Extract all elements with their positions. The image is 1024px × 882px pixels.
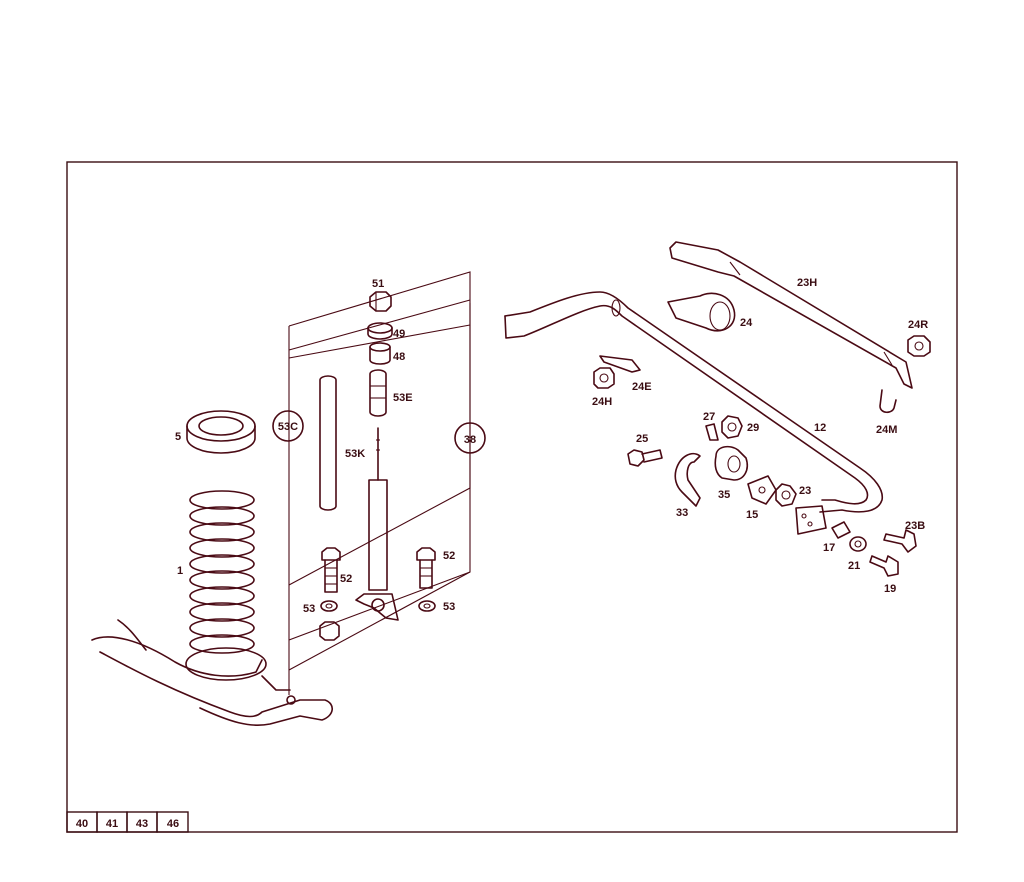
callout-29: 29 — [747, 422, 759, 434]
spring-pad[interactable] — [186, 410, 256, 454]
callout-48: 48 — [393, 351, 405, 363]
ref-circle-38[interactable]: 38 — [454, 422, 486, 454]
tab-label-40: 40 — [76, 818, 88, 830]
callout-53k: 53K — [345, 448, 365, 460]
clip-27[interactable] — [705, 423, 719, 441]
kit-bracket — [288, 271, 471, 695]
washer-53-left[interactable] — [320, 600, 338, 612]
nut-24r[interactable] — [907, 335, 931, 357]
callout-24r: 24R — [908, 319, 928, 331]
callout-53-right: 53 — [443, 601, 455, 613]
bolt-23b[interactable] — [883, 529, 917, 553]
callout-23: 23 — [799, 485, 811, 497]
tab-label-43: 43 — [136, 818, 148, 830]
nut-51[interactable] — [369, 291, 392, 312]
washer-21[interactable] — [849, 536, 867, 552]
nut-29[interactable] — [721, 415, 743, 439]
bolt-52-left[interactable] — [321, 547, 341, 593]
washer-53-right[interactable] — [418, 600, 436, 612]
callout-33: 33 — [676, 507, 688, 519]
bolt-52-right[interactable] — [416, 547, 436, 589]
stop-buffer-53e[interactable] — [369, 369, 387, 417]
bushing-24[interactable] — [667, 292, 736, 332]
u-clip-24m[interactable] — [879, 389, 897, 414]
bracket-24e[interactable] — [599, 355, 641, 373]
lower-control-arm[interactable] — [91, 619, 333, 727]
callout-53-left: 53 — [303, 603, 315, 615]
callout-labels: 1 5 51 49 48 53E 53K 52 52 53 53 12 15 1… — [175, 277, 928, 615]
group-tabs: 40 41 43 46 — [66, 811, 189, 833]
callout-19: 19 — [884, 583, 896, 595]
callout-53e: 53E — [393, 392, 413, 404]
callout-17: 17 — [823, 542, 835, 554]
plate-15[interactable] — [747, 475, 777, 505]
callout-24m: 24M — [876, 424, 897, 436]
callout-23b: 23B — [905, 520, 925, 532]
stabilizer-bar[interactable] — [504, 291, 884, 535]
callout-23h: 23H — [797, 277, 817, 289]
callout-5: 5 — [175, 431, 181, 443]
nut-24h[interactable] — [593, 367, 615, 389]
callout-12: 12 — [814, 422, 826, 434]
shock-absorber[interactable] — [355, 427, 399, 621]
link-rod-23h[interactable] — [669, 241, 913, 389]
nut-23[interactable] — [775, 483, 797, 507]
callout-35: 35 — [718, 489, 730, 501]
nut-bottom[interactable] — [319, 621, 340, 641]
callout-52-left: 52 — [340, 573, 352, 585]
callout-49: 49 — [393, 328, 405, 340]
callout-24e: 24E — [632, 381, 652, 393]
bolt-19[interactable] — [869, 555, 899, 577]
ref-circle-53c[interactable]: 53C — [272, 410, 304, 442]
clamp-33[interactable] — [674, 452, 701, 507]
svg-text:38: 38 — [464, 434, 476, 446]
callout-15: 15 — [746, 509, 758, 521]
rubber-mount-35[interactable] — [714, 445, 749, 481]
callout-1: 1 — [177, 565, 183, 577]
coil-spring[interactable] — [189, 490, 255, 654]
tab-46[interactable] — [156, 811, 189, 833]
bushing-48[interactable] — [369, 342, 391, 365]
callout-52-right: 52 — [443, 550, 455, 562]
protective-tube-53k[interactable] — [319, 375, 337, 511]
diagram-frame — [66, 161, 958, 833]
tab-label-46: 46 — [167, 818, 179, 830]
washer-49[interactable] — [367, 322, 393, 340]
callout-24h: 24H — [592, 396, 612, 408]
callout-21: 21 — [848, 560, 860, 572]
tab-label-41: 41 — [106, 818, 118, 830]
svg-text:53C: 53C — [278, 421, 298, 433]
callout-51: 51 — [372, 278, 384, 290]
callout-25: 25 — [636, 433, 648, 445]
callout-24: 24 — [740, 317, 753, 329]
sleeve-17[interactable] — [831, 521, 851, 539]
bolt-25[interactable] — [627, 449, 663, 467]
callout-27: 27 — [703, 411, 715, 423]
